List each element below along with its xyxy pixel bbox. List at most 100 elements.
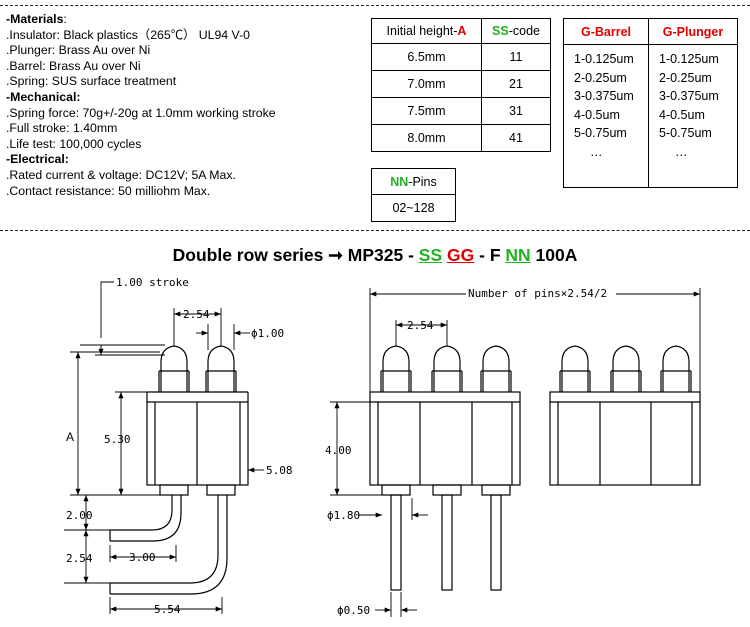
side-plunger-right xyxy=(207,345,235,392)
plunger-spec: .Plunger: Brass Au over Ni xyxy=(6,43,151,58)
front-plunger-5 xyxy=(610,345,642,392)
front-plunger-4 xyxy=(559,345,591,392)
plating-table: G-Barrel G-Plunger 1-0.125um 2-0.25um 3-… xyxy=(563,18,738,188)
model-label: MP325 - xyxy=(342,245,419,265)
arrow-icon: ➞ xyxy=(328,245,343,265)
stroke-label: 1.00 stroke xyxy=(116,276,189,289)
pins-range-cell: 02~128 xyxy=(371,194,456,222)
body-height-label: 5.30 xyxy=(104,433,131,446)
g-barrel-header: G-Barrel xyxy=(563,18,649,45)
top-divider xyxy=(0,5,750,6)
front-barrel-2 xyxy=(432,484,462,496)
list-item: 5-0.75um xyxy=(659,126,712,141)
height-cell: 6.5mm xyxy=(371,43,482,71)
table-row: 1-0.125um 2-0.25um 3-0.375um 4-0.5um 5-0… xyxy=(563,44,738,188)
side-plunger-left-collar xyxy=(158,370,190,392)
table-header-row: Initial height-A SS-code xyxy=(371,18,551,44)
spring-force-spec: .Spring force: 70g+/-20g at 1.0mm workin… xyxy=(6,105,276,120)
pin-dia-label: ϕ1.00 xyxy=(251,327,284,340)
front-plunger-1 xyxy=(380,345,412,392)
front-view xyxy=(369,345,701,591)
gg-code-token: GG xyxy=(447,245,475,265)
list-item: 1-0.125um xyxy=(574,52,634,66)
code-cell: 31 xyxy=(481,97,551,125)
npins-label: Number of pins×2.54/2 xyxy=(468,287,607,300)
list-item: 1-0.125um xyxy=(659,52,719,66)
list-item: 2-0.25um xyxy=(659,70,712,85)
height-cell: 7.5mm xyxy=(371,97,482,125)
barrel-options-cell: 1-0.125um 2-0.25um 3-0.375um 4-0.5um 5-0… xyxy=(563,44,649,188)
initial-height-header: Initial height-A xyxy=(371,18,482,44)
materials-heading: -Materials xyxy=(6,12,64,26)
mechanical-heading: -Mechanical: xyxy=(6,89,81,104)
rated-spec: .Rated current & voltage: DC12V; 5A Max. xyxy=(6,167,236,182)
pins-table: NN-Pins 02~128 xyxy=(371,168,456,222)
plunger-options-cell: 1-0.125um 2-0.25um 3-0.375um 4-0.5um 5-0… xyxy=(648,44,738,188)
front-tail-1 xyxy=(390,494,402,591)
front-tail-3 xyxy=(490,494,502,591)
height-cell: 8.0mm xyxy=(371,124,482,152)
ss-code-token: SS xyxy=(418,245,443,265)
list-item: 2-0.25um xyxy=(574,70,627,85)
ss-code-header: SS-code xyxy=(481,18,551,44)
front-body-right xyxy=(549,391,701,486)
body-depth-label: 5.08 xyxy=(266,464,293,477)
stroke-leader xyxy=(100,281,114,338)
list-item: 4-0.5um xyxy=(659,107,705,122)
tail-dia-label: ϕ1.80 xyxy=(327,509,360,522)
bend-pitch-label: 2.54 xyxy=(66,552,93,565)
list-item: 3-0.375um xyxy=(574,89,634,104)
barrel-spec: .Barrel: Brass Au over Ni xyxy=(6,58,141,73)
bend-run-label: 3.00 xyxy=(129,551,156,564)
npins-label-bg xyxy=(466,286,616,300)
list-item: 5-0.75um xyxy=(574,126,627,141)
list-item: 3-0.375um xyxy=(659,89,719,104)
contact-resistance-spec: .Contact resistance: 50 milliohm Max. xyxy=(6,183,211,198)
pitch-label: 2.54 xyxy=(183,308,210,321)
side-barrel-right xyxy=(206,484,236,496)
front-pitch-label: 2.54 xyxy=(407,319,434,332)
code-cell: 41 xyxy=(481,124,551,152)
side-view xyxy=(109,345,249,595)
list-item: … xyxy=(675,144,688,159)
front-plunger-3 xyxy=(480,345,512,392)
spring-spec: .Spring: SUS surface treatment xyxy=(6,74,177,89)
height-a-label: A xyxy=(66,430,74,444)
front-dimensions xyxy=(330,288,701,617)
side-dimensions xyxy=(64,281,264,614)
front-plunger-6 xyxy=(660,345,692,392)
materials-line: -Materials: xyxy=(6,12,276,28)
full-stroke-spec: .Full stroke: 1.40mm xyxy=(6,121,118,136)
life-test-spec: .Life test: 100,000 cycles xyxy=(6,136,142,151)
insulator-spec: .Insulator: Black plastics（265℃） UL94 V-… xyxy=(6,27,250,42)
list-item: 4-0.5um xyxy=(574,107,620,122)
section-divider xyxy=(0,230,750,231)
front-barrel-3 xyxy=(481,484,511,496)
bend-offset-label: 2.00 xyxy=(66,509,93,522)
code-cell: 21 xyxy=(481,70,551,98)
table-header-row: G-Barrel G-Plunger xyxy=(563,18,738,45)
front-body-height-label: 4.00 xyxy=(325,444,352,457)
side-barrel-left xyxy=(159,484,189,496)
part-number-title: Double row series ➞ MP325 - SS GG - F NN… xyxy=(172,245,578,265)
side-tail-left xyxy=(109,495,182,542)
front-plunger-2 xyxy=(431,345,463,392)
side-tail-right xyxy=(109,495,228,595)
front-tail-2 xyxy=(441,494,453,591)
table-row: 02~128 xyxy=(371,194,456,222)
front-body-left xyxy=(369,391,521,486)
series-label: Double row series xyxy=(172,245,329,265)
front-barrel-1 xyxy=(381,484,411,496)
electrical-heading: -Electrical: xyxy=(6,152,69,167)
tail-pin-dia-label: ϕ0.50 xyxy=(337,604,370,617)
list-item: … xyxy=(590,144,603,159)
total-run-label: 5.54 xyxy=(154,603,181,616)
nn-code-token: NN xyxy=(505,245,531,265)
side-plunger-left xyxy=(160,345,188,392)
